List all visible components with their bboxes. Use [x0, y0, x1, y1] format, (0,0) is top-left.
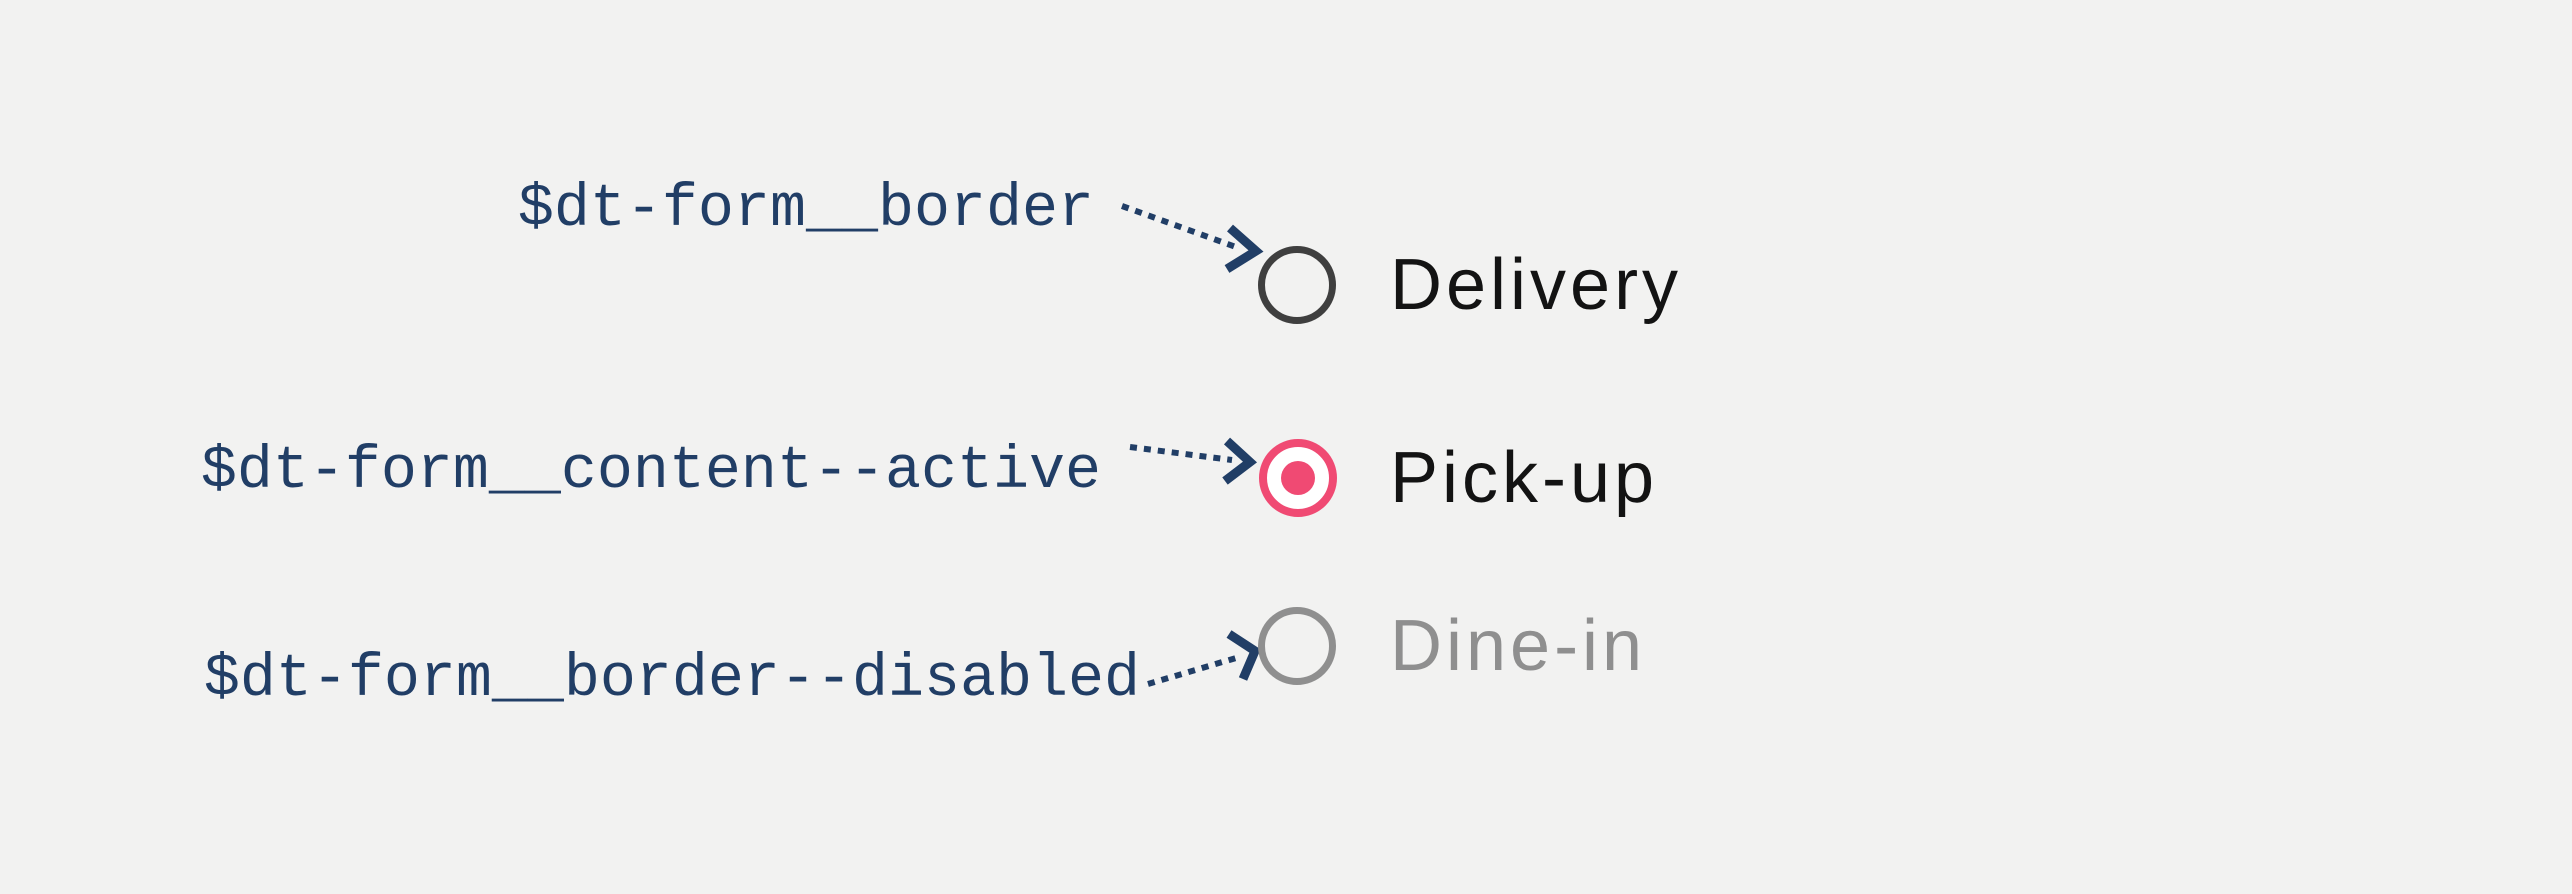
radio-label-delivery[interactable]: Delivery: [1390, 245, 1683, 325]
token-label-form-content-active: $dt-form__content--active: [200, 438, 1101, 506]
dotted-arrow-icon-to-active-radio: [1129, 437, 1258, 485]
radio-dot: [1281, 461, 1315, 495]
radio-label-pickup[interactable]: Pick-up: [1390, 438, 1659, 518]
radio-dot: [1280, 268, 1314, 302]
token-label-form-border: $dt-form__border: [517, 176, 1094, 244]
radio-dot: [1280, 629, 1314, 663]
token-label-form-border-disabled: $dt-form__border--disabled: [203, 646, 1140, 714]
dotted-arrow-icon-to-disabled-radio: [1147, 630, 1261, 687]
radio-label-dinein: Dine-in: [1390, 606, 1647, 686]
radio-dinein-disabled: [1258, 607, 1336, 685]
radio-delivery[interactable]: [1258, 246, 1336, 324]
dotted-arrow-icon-to-default-radio: [1120, 203, 1264, 273]
radio-pickup-selected[interactable]: [1259, 439, 1337, 517]
